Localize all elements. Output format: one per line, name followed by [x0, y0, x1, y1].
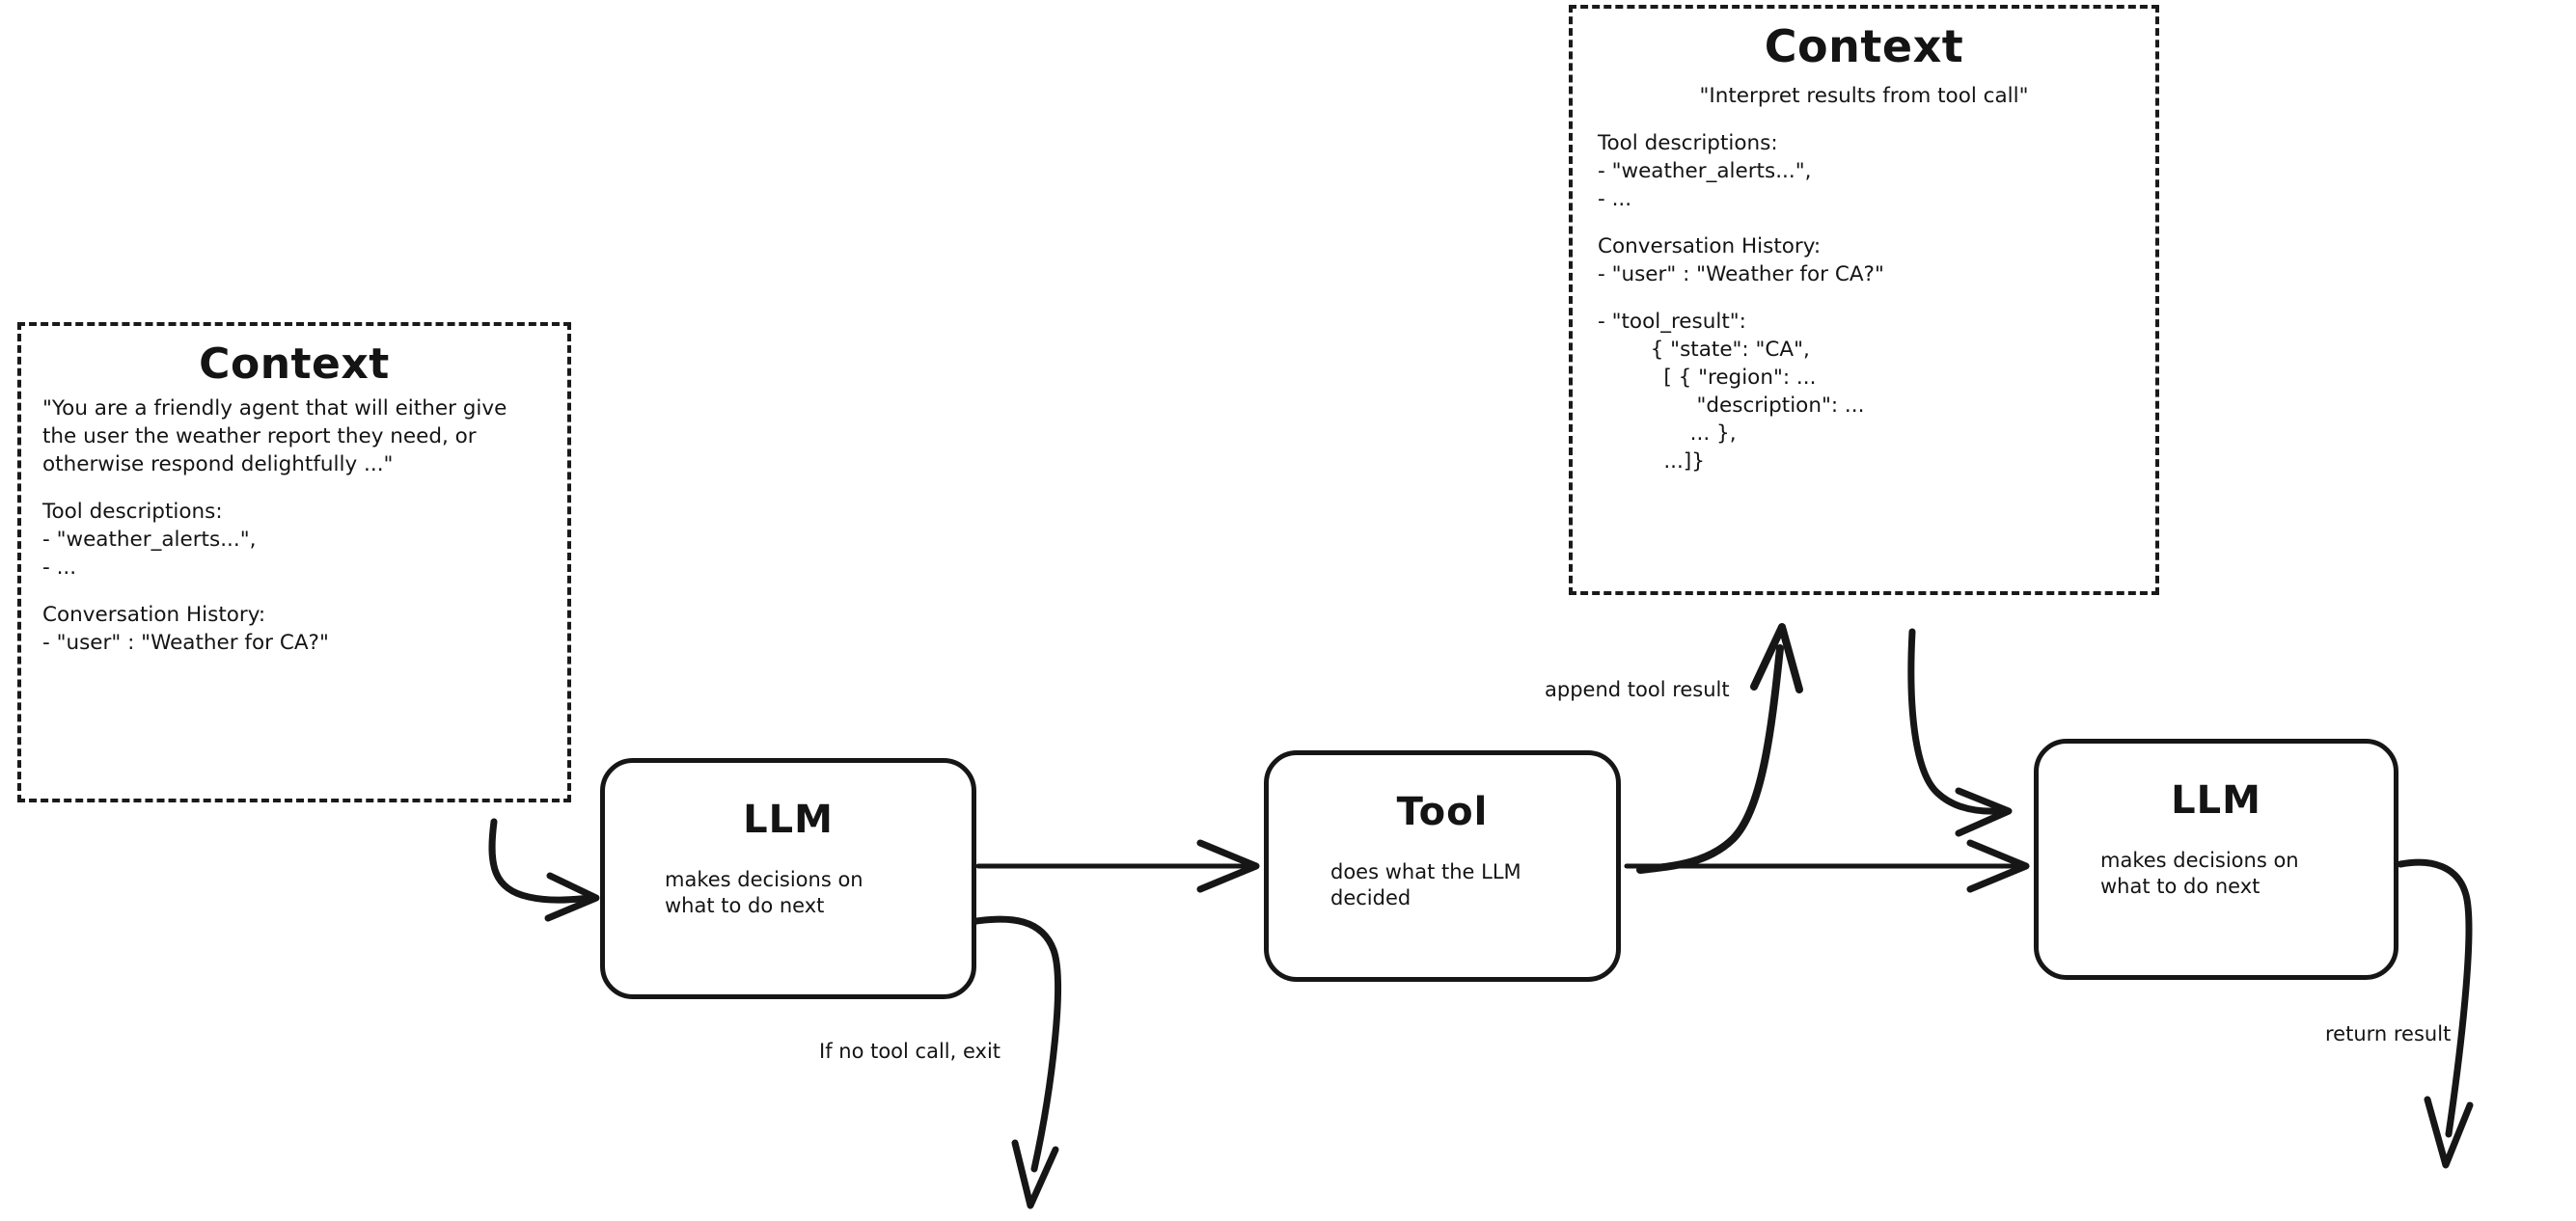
- node-llm-first-subtitle: makes decisions on what to do next: [665, 868, 863, 917]
- context-left-system-prompt: "You are a friendly agent that will eith…: [42, 396, 507, 476]
- edge-label-append-tool-result: append tool result: [1545, 678, 1730, 701]
- edge-label-exit: If no tool call, exit: [819, 1040, 1001, 1063]
- node-tool-title: Tool: [1396, 790, 1489, 834]
- context-right-system-prompt: "Interpret results from tool call": [1699, 84, 2029, 108]
- edge-tool-append-to-context-right: [1636, 623, 1803, 874]
- context-left-title: Context: [199, 339, 390, 389]
- edge-llm2-return: [2397, 858, 2474, 1169]
- context-left-tools-header: Tool descriptions:: [42, 500, 223, 524]
- context-box-left: Context "You are a friendly agent that w…: [17, 322, 571, 802]
- spacer: [42, 478, 546, 498]
- spacer: [42, 582, 546, 601]
- spacer: [1598, 110, 2130, 129]
- spacer: [1598, 213, 2130, 232]
- context-left-conversation-header: Conversation History:: [42, 603, 266, 627]
- context-right-tool-result-line: ... },: [1598, 421, 1737, 446]
- node-tool[interactable]: Tool does what the LLM decided: [1264, 750, 1621, 982]
- context-right-conversation-header: Conversation History:: [1598, 234, 1822, 258]
- node-llm-first[interactable]: LLM makes decisions on what to do next: [600, 758, 976, 999]
- context-right-tool-item: - ...: [1598, 187, 1632, 211]
- context-right-tool-result-line: [ { "region": ...: [1598, 366, 1817, 390]
- context-right-tool-result-line: ...]}: [1598, 449, 1705, 474]
- edge-context-right-to-llm2: [1907, 628, 2013, 837]
- node-llm-second[interactable]: LLM makes decisions on what to do next: [2034, 739, 2398, 980]
- context-right-tool-result-line: "description": ...: [1598, 393, 1865, 418]
- context-left-tool-item: - ...: [42, 556, 77, 580]
- node-tool-subtitle: does what the LLM decided: [1330, 860, 1521, 909]
- context-right-tool-item: - "weather_alerts...",: [1598, 159, 1812, 183]
- context-right-body: "Interpret results from tool call" Tool …: [1573, 82, 2155, 475]
- context-right-tool-result-line: { "state": "CA",: [1598, 338, 1810, 362]
- context-right-tools-header: Tool descriptions:: [1598, 131, 1778, 155]
- edge-llm1-to-tool: [975, 839, 1260, 893]
- context-box-right: Context "Interpret results from tool cal…: [1569, 5, 2159, 595]
- node-llm-second-title: LLM: [2171, 778, 2261, 823]
- node-llm-first-title: LLM: [743, 798, 834, 842]
- node-llm-second-subtitle: makes decisions on what to do next: [2100, 849, 2299, 898]
- context-left-conversation-item: - "user" : "Weather for CA?": [42, 631, 329, 655]
- spacer: [1598, 288, 2130, 308]
- edge-label-return-result: return result: [2325, 1022, 2452, 1045]
- edge-tool-to-llm2: [1624, 839, 2030, 893]
- context-left-tool-item: - "weather_alerts...",: [42, 528, 257, 552]
- context-left-body: "You are a friendly agent that will eith…: [21, 394, 567, 657]
- context-right-title: Context: [1764, 20, 1964, 72]
- context-right-tool-result-line: - "tool_result":: [1598, 310, 1746, 334]
- edge-context-left-to-llm1: [488, 818, 600, 922]
- context-right-conversation-item: - "user" : "Weather for CA?": [1598, 262, 1884, 286]
